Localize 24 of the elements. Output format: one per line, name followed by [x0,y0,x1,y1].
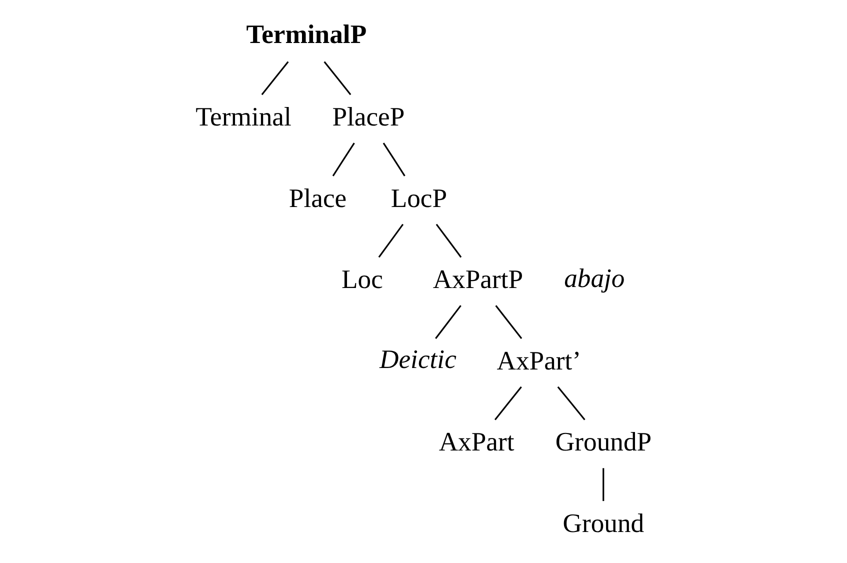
connector [261,61,289,96]
connector [495,305,522,339]
node-text: LocP [390,182,448,213]
connector [324,61,352,96]
label: abajo [564,262,625,293]
node-text: Terminal [196,102,292,132]
connector [494,386,522,420]
node-text: Place [288,182,347,213]
node-text: AxPart [438,426,514,457]
connector [332,142,355,176]
node-text: Ground [562,508,644,538]
node-text: Deictic [380,344,456,374]
node-text: AxPart’ [496,345,582,376]
connector [557,386,586,420]
connector [436,224,462,258]
connector [382,142,406,176]
node-text: GroundP [555,426,652,457]
node-text: Loc [342,264,383,294]
connector [435,305,462,339]
node-text: AxPartP [432,264,524,294]
node-text: PlaceP [332,102,405,132]
connector [378,224,404,258]
node-text: TerminalP [246,19,367,49]
connector [602,468,604,502]
